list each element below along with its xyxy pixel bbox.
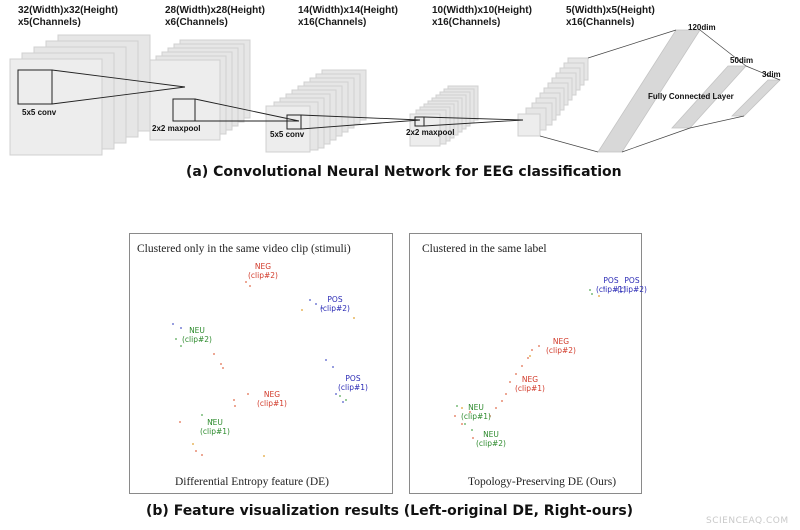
layer2-stack <box>149 39 251 141</box>
layer4-stack <box>409 85 479 147</box>
right-tag-neg-clip2: NEG (clip#2) <box>546 337 576 355</box>
left-tag-pos-clip2: POS (clip#2) <box>320 295 350 313</box>
op-pool1-label: 2x2 maxpool <box>152 124 201 133</box>
layer3-stack <box>265 69 367 153</box>
right-points-blue <box>603 287 622 293</box>
left-panel-title: Clustered only in the same video clip (s… <box>137 243 351 255</box>
caption-b: (b) Feature visualization results (Left-… <box>146 503 634 519</box>
fc-lines <box>539 29 781 153</box>
left-tag-neg-clip2: NEG (clip#2) <box>248 262 278 280</box>
cnn-graphic <box>9 29 781 156</box>
layer2-label: 28(Width)x28(Height) x6(Channels) <box>165 5 265 28</box>
pool1-window <box>172 98 196 122</box>
fc-dim-120: 120dim <box>688 23 716 32</box>
right-points-red <box>454 345 540 439</box>
fc-label: Fully Connected Layer <box>648 92 734 101</box>
fc-bars <box>597 29 781 153</box>
layer4-label: 10(Width)x10(Height) x16(Channels) <box>432 5 532 28</box>
conv1-window <box>17 69 53 105</box>
left-points-red <box>179 281 251 456</box>
watermark: SCIENCEAQ.COM <box>706 516 789 526</box>
left-scatter <box>172 281 355 457</box>
left-tag-pos-clip1: POS (clip#1) <box>338 374 368 392</box>
fc-dim-3: 3dim <box>762 70 781 79</box>
right-tag-neu-clip2: NEU (clip#2) <box>476 430 506 448</box>
right-tag-neg-clip1: NEG (clip#1) <box>515 375 545 393</box>
left-points-blue <box>172 299 344 403</box>
layer5-stack <box>517 57 589 137</box>
conv2-window <box>286 114 302 130</box>
layer1-label: 32(Width)x32(Height) x5(Channels) <box>18 5 118 28</box>
op-conv1-label: 5x5 conv <box>22 108 57 117</box>
right-tag-pos-clip2: POS (clip#2) <box>617 276 647 294</box>
right-points-orange <box>461 295 600 409</box>
op-pool2-label: 2x2 maxpool <box>406 128 455 137</box>
caption-a: (a) Convolutional Neural Network for EEG… <box>186 164 622 180</box>
layer3-label: 14(Width)x14(Height) x16(Channels) <box>298 5 398 28</box>
left-tag-neu-clip2: NEU (clip#2) <box>182 326 212 344</box>
projection-lines <box>51 69 524 130</box>
left-points-green <box>175 338 347 421</box>
right-tag-pos-clip1: POS (clip#1) <box>596 276 626 294</box>
left-panel-footer: Differential Entropy feature (DE) <box>175 476 330 488</box>
pool2-window <box>414 116 425 127</box>
left-points-orange <box>192 309 355 457</box>
right-points-green <box>456 289 593 431</box>
layer1-stack <box>9 34 151 156</box>
right-panel-footer: Topology-Preserving DE (Ours) <box>468 476 617 488</box>
right-scatter <box>454 287 622 439</box>
left-panel: Clustered only in the same video clip (s… <box>129 233 393 494</box>
left-tag-neg-clip1: NEG (clip#1) <box>257 390 287 408</box>
right-panel-title: Clustered in the same label <box>422 243 547 255</box>
right-tag-neu-clip1: NEU (clip#1) <box>461 403 491 421</box>
op-conv2-label: 5x5 conv <box>270 130 305 139</box>
left-tag-neu-clip1: NEU (clip#1) <box>200 418 230 436</box>
right-panel: Clustered in the same label Topology-Pre… <box>409 233 647 494</box>
layer5-label: 5(Width)x5(Height) x16(Channels) <box>566 5 655 28</box>
fc-dim-50: 50dim <box>730 56 754 65</box>
